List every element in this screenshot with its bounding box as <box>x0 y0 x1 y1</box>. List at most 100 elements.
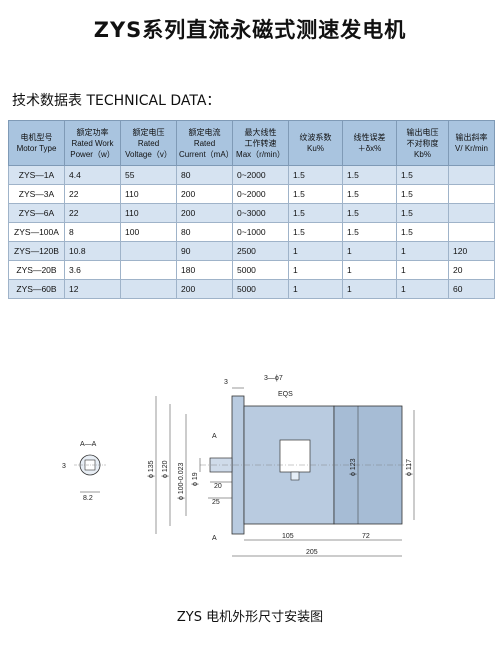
column-header-line: Motor Type <box>16 144 57 153</box>
dim-20: 20 <box>214 483 222 490</box>
table-cell: 1.5 <box>342 184 397 204</box>
table-cell: 100 <box>120 222 177 242</box>
table-cell <box>120 279 177 299</box>
table-cell <box>448 184 495 204</box>
dim-d120: ϕ 120 <box>162 460 169 478</box>
motor-type-cell: ZYS—120B <box>8 241 65 261</box>
table-cell: 110 <box>120 184 177 204</box>
table-cell: 1.5 <box>396 203 449 223</box>
table-cell: 1.5 <box>288 203 343 223</box>
table-cell: 1.5 <box>396 222 449 242</box>
column-header-8: 输出斜率 V/ Kr/min <box>448 120 495 166</box>
table-cell: 110 <box>120 203 177 223</box>
drawing-caption: ZYS 电机外形尺寸安装图 <box>176 610 324 625</box>
column-header-line: Rated <box>137 138 160 148</box>
table-cell: 1.5 <box>342 203 397 223</box>
column-header-line: 额定电流 <box>188 127 221 137</box>
table-cell: 20 <box>448 260 495 280</box>
dim-holes: 3—ϕ7 <box>264 375 283 382</box>
table-cell: 60 <box>448 279 495 299</box>
dim-d123: ϕ 123 <box>350 458 357 476</box>
table-cell: 1.5 <box>288 165 343 185</box>
table-cell <box>448 203 495 223</box>
table-cell: 22 <box>64 203 121 223</box>
table-cell: 1 <box>288 260 343 280</box>
column-header-line: 输出斜率 <box>455 133 488 142</box>
table-cell: 80 <box>176 222 233 242</box>
column-header-line: 额定功率 <box>76 127 109 137</box>
section-marker-top: A <box>212 433 217 440</box>
table-cell: 4.4 <box>64 165 121 185</box>
column-header-line: V/ Kr/min <box>455 144 488 153</box>
column-header-line: 最大线性 <box>244 127 277 137</box>
column-header-line: Ku% <box>307 144 324 153</box>
table-cell: 1 <box>342 260 397 280</box>
column-header-line: 不对称度 <box>406 138 439 148</box>
table-cell: 1.5 <box>396 165 449 185</box>
table-cell: 5000 <box>232 279 289 299</box>
dim-flange-t: 3 <box>224 379 228 386</box>
table-cell: 1.5 <box>288 184 343 204</box>
table-cell: 0~3000 <box>232 203 289 223</box>
table-cell: 2500 <box>232 241 289 261</box>
table-cell: 1.5 <box>342 165 397 185</box>
column-header-line: Rated Work <box>71 138 114 148</box>
table-cell: 0~1000 <box>232 222 289 242</box>
column-header-line: Rated <box>193 138 216 148</box>
table-cell: 1.5 <box>396 184 449 204</box>
table-cell: 200 <box>176 203 233 223</box>
table-cell: 1 <box>342 279 397 299</box>
page-title: ZYS系列直流永磁式测速发电机 <box>93 18 407 42</box>
table-cell: 0~2000 <box>232 165 289 185</box>
dim-shaft: 8.2 <box>83 495 93 502</box>
column-header-6: 线性误差＋δx% <box>342 120 397 166</box>
table-cell: 1 <box>342 241 397 261</box>
dim-d117: ϕ 117 <box>406 459 413 476</box>
column-header-line: ＋δx% <box>357 144 382 153</box>
table-cell: 180 <box>176 260 233 280</box>
table-cell: 3.6 <box>64 260 121 280</box>
section-marker-bottom: A <box>212 535 217 542</box>
motor-type-cell: ZYS—6A <box>8 203 65 223</box>
table-cell: 1 <box>288 241 343 261</box>
table-cell: 80 <box>176 165 233 185</box>
motor-type-cell: ZYS—1A <box>8 165 65 185</box>
column-header-line: Max（r/min） <box>236 149 285 159</box>
dim-205: 205 <box>306 549 318 556</box>
table-cell: 1 <box>396 260 449 280</box>
column-header-line: 工作转速 <box>244 138 277 148</box>
table-cell: 1 <box>288 279 343 299</box>
table-cell: 10.8 <box>64 241 121 261</box>
dim-105: 105 <box>282 533 294 540</box>
table-cell <box>120 260 177 280</box>
table-cell: 22 <box>64 184 121 204</box>
section-heading: 技术数据表 TECHNICAL DATA： <box>12 93 221 109</box>
section-label: A—A <box>80 441 97 448</box>
dim-25: 25 <box>212 499 220 506</box>
dim-d100: ϕ 100-0.023 <box>178 463 185 500</box>
dimension-drawing: A—A 3 8.2 ϕ 135 ϕ 120 ϕ 100-0.023 ϕ 19 ϕ… <box>62 375 415 557</box>
table-cell: 120 <box>448 241 495 261</box>
dim-eqs: EQS <box>278 391 293 398</box>
terminal-box <box>279 439 311 473</box>
column-header-line: Voltage（v） <box>125 149 172 159</box>
column-header-line: 额定电压 <box>132 127 165 137</box>
motor-type-cell: ZYS—100A <box>8 222 65 242</box>
dim-key: 3 <box>62 463 66 470</box>
column-header-line: Current（mA） <box>179 149 234 159</box>
table-cell: 1.5 <box>288 222 343 242</box>
table-cell: 55 <box>120 165 177 185</box>
